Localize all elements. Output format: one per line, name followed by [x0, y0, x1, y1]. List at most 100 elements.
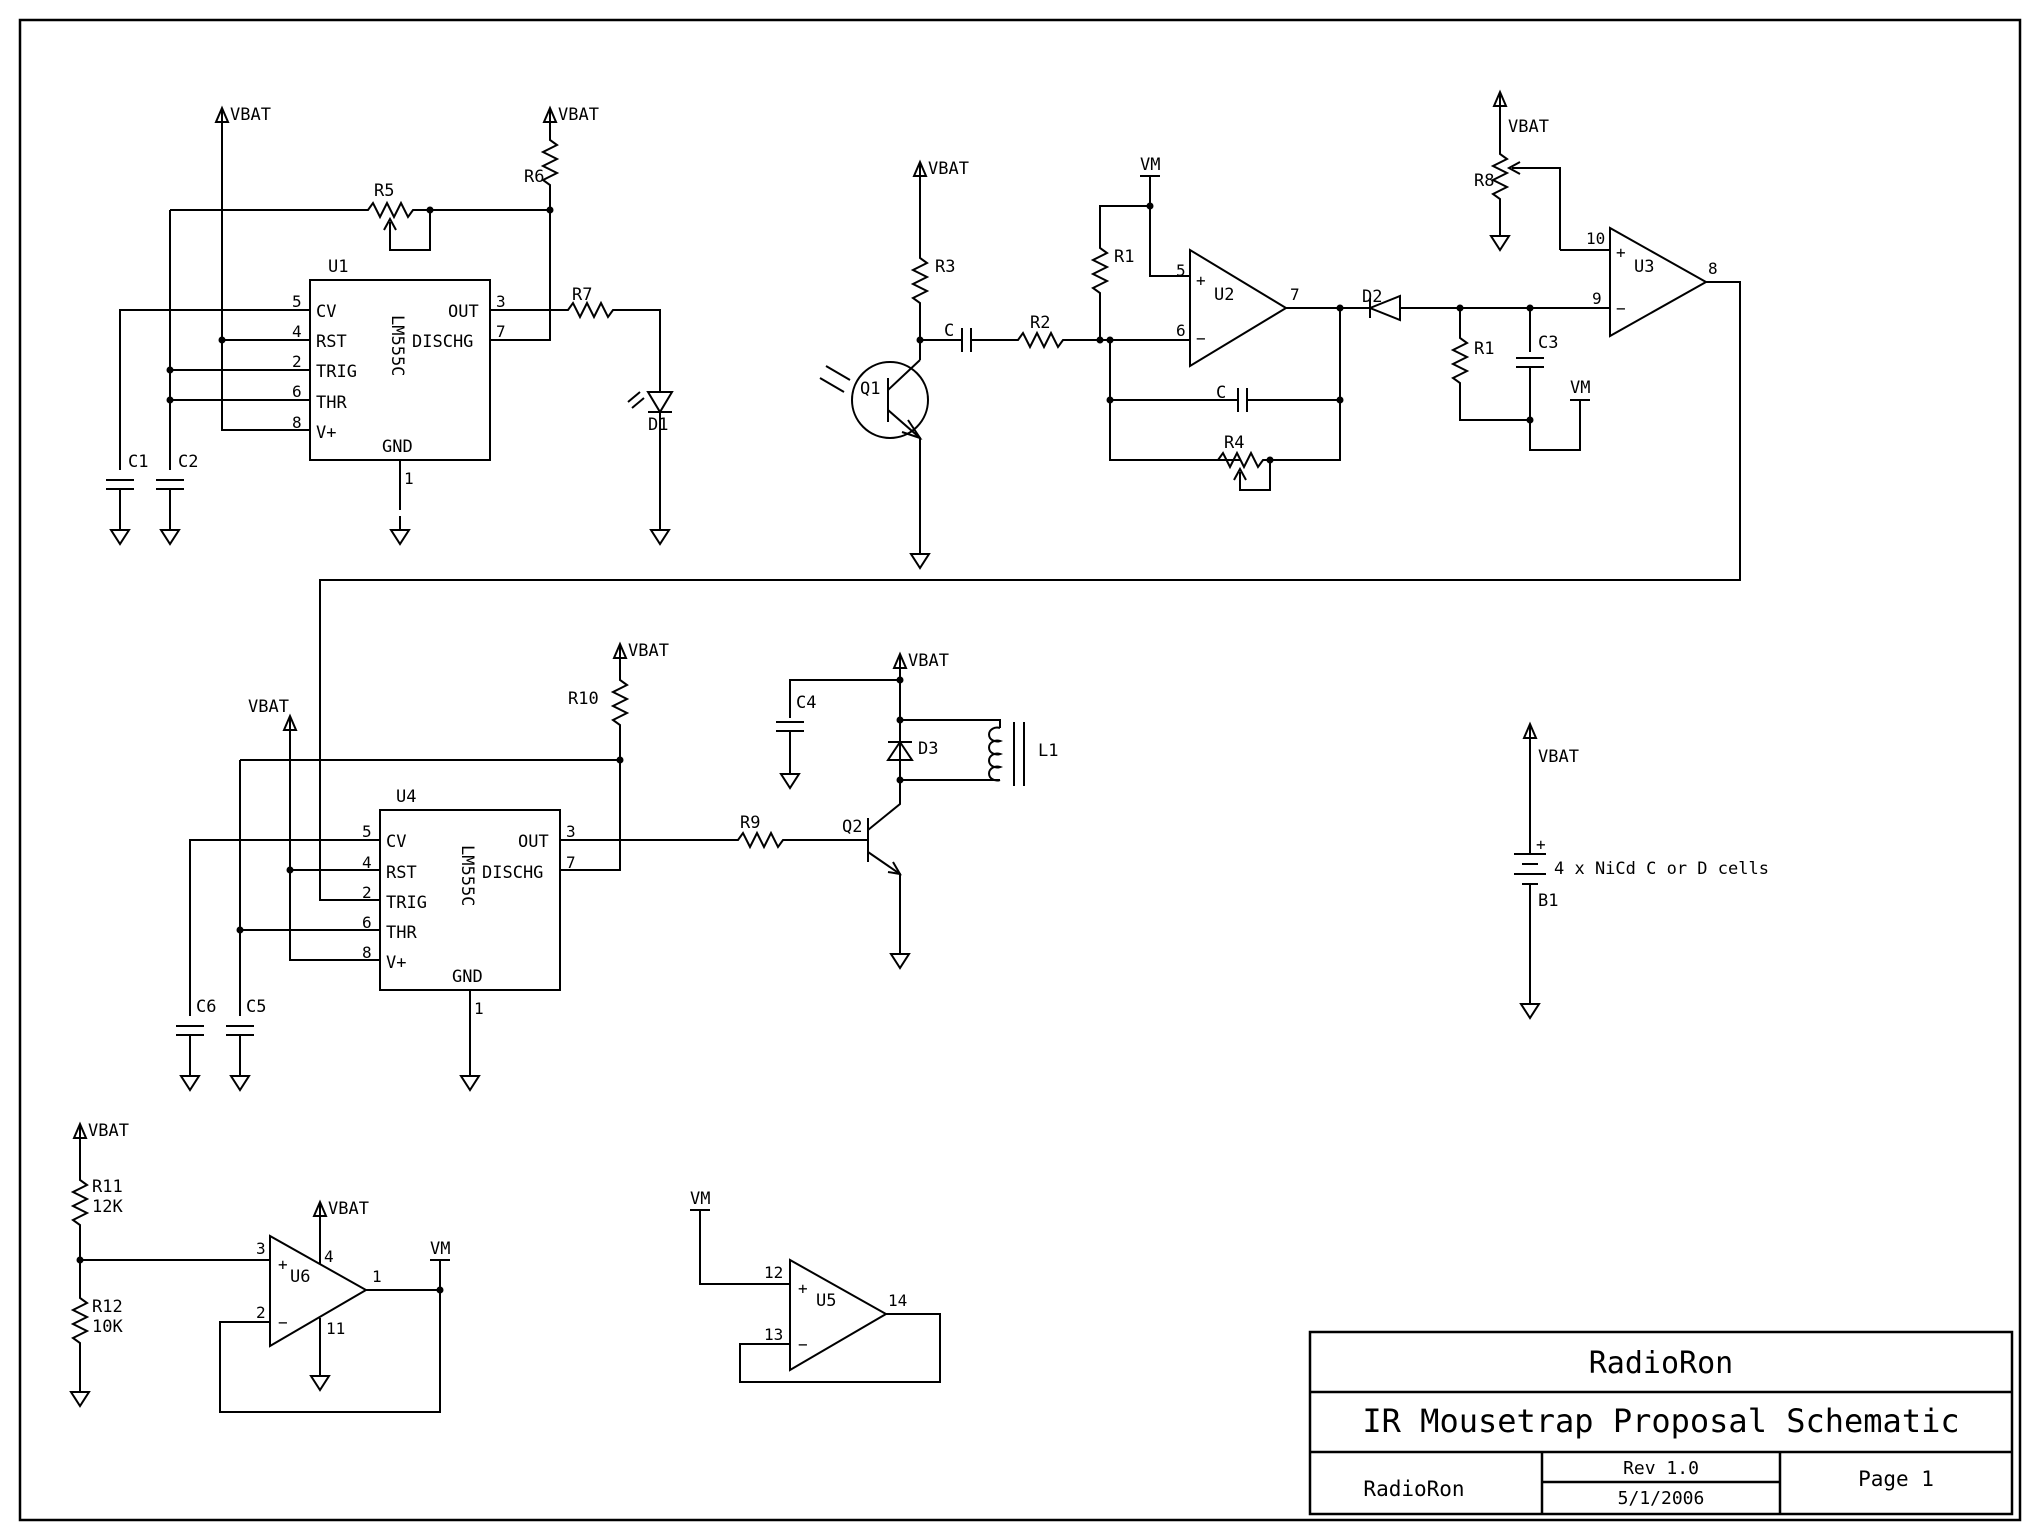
schematic-label: RST — [386, 863, 417, 883]
schematic-label: VM — [430, 1239, 450, 1259]
schematic-label: 7 — [566, 853, 576, 872]
title-company: RadioRon — [1589, 1346, 1734, 1381]
schematic-label: 9 — [1592, 289, 1602, 308]
schematic-label: VBAT — [230, 105, 271, 125]
q2-transistor — [867, 780, 901, 940]
schematic-label: Q2 — [842, 817, 862, 837]
u2-opamp — [1189, 248, 1288, 368]
schematic-label: THR — [316, 393, 347, 413]
schematic-label: 7 — [1290, 285, 1300, 304]
schematic-label: C — [1216, 383, 1226, 403]
schematic-label: V+ — [386, 953, 406, 973]
schematic-label: R9 — [740, 813, 760, 833]
schematic-label: U5 — [816, 1291, 836, 1311]
schematic-label: 6 — [362, 913, 372, 932]
schematic-label: THR — [386, 923, 417, 943]
schematic-label: 4 x NiCd C or D cells — [1554, 859, 1769, 879]
u3-opamp — [1609, 226, 1709, 338]
schematic-label: GND — [452, 967, 483, 987]
schematic-label: R8 — [1474, 171, 1494, 191]
spare-opamp-u5: VM U5 + − 12 13 14 — [690, 1189, 941, 1383]
schematic-label: OUT — [448, 302, 479, 322]
schematic-label: R7 — [572, 285, 592, 305]
schematic-label: VBAT — [1508, 117, 1549, 137]
schematic-label: CV — [386, 832, 406, 852]
schematic-label: 8 — [292, 413, 302, 432]
schematic-label: 1 — [474, 999, 484, 1018]
schematic-label: DISCHG — [412, 332, 473, 352]
schematic-label: − — [278, 1313, 288, 1332]
schematic-label: VBAT — [328, 1199, 369, 1219]
schematic-label: R3 — [935, 257, 955, 277]
timer-u4-section: U4 LM555C CV RST TRIG THR V+ OUT DISCHG … — [175, 641, 1058, 1091]
schematic-label: R1 — [1474, 339, 1494, 359]
vm-reference-u6: VBAT R11 12K R12 10K U6 + − 3 2 4 11 1 V… — [70, 1121, 450, 1413]
schematic-label: 7 — [496, 322, 506, 341]
schematic-label: R10 — [568, 689, 599, 709]
schematic-label: 3 — [256, 1239, 266, 1258]
schematic-label: 4 — [362, 853, 372, 872]
schematic-label: + — [1616, 243, 1626, 262]
schematic-label: D1 — [648, 415, 668, 435]
schematic-label: D2 — [1362, 287, 1382, 307]
schematic-label: C1 — [128, 452, 148, 472]
schematic-label: DISCHG — [482, 863, 543, 883]
title-date: 5/1/2006 — [1618, 1488, 1705, 1509]
schematic-label: 1 — [372, 1267, 382, 1286]
schematic-label: U6 — [290, 1267, 310, 1287]
u4-part: LM555C — [457, 845, 477, 906]
schematic-label: VBAT — [558, 105, 599, 125]
title-drawing-name: IR Mousetrap Proposal Schematic — [1362, 1402, 1959, 1440]
photo-amp-section: VBAT R3 Q1 C R2 VM R1 U2 + − — [319, 91, 1741, 901]
schematic-label: − — [1616, 299, 1626, 318]
schematic-label: GND — [382, 437, 413, 457]
schematic-label: C6 — [196, 997, 216, 1017]
q1-phototransistor — [851, 361, 929, 439]
schematic-label: R6 — [524, 167, 544, 187]
schematic-label: 3 — [566, 822, 576, 841]
schematic-label: VM — [690, 1189, 710, 1209]
schematic-label: R12 — [92, 1297, 123, 1317]
schematic-label: CV — [316, 302, 336, 322]
schematic-label: R2 — [1030, 313, 1050, 333]
schematic-label: R4 — [1224, 433, 1244, 453]
timer-u1-section: U1 LM555C CV RST TRIG THR V+ OUT DISCHG … — [105, 105, 674, 545]
schematic-label: B1 — [1538, 891, 1558, 911]
schematic-label: VBAT — [628, 641, 669, 661]
schematic-label: 11 — [326, 1319, 345, 1338]
schematic-label: C3 — [1538, 333, 1558, 353]
schematic-label: 5 — [362, 822, 372, 841]
schematic-label: VBAT — [88, 1121, 129, 1141]
schematic-label: VBAT — [908, 651, 949, 671]
schematic-label: TRIG — [316, 362, 357, 382]
u4-refdes: U4 — [396, 787, 416, 807]
title-page: Page 1 — [1858, 1467, 1934, 1491]
schematic-label: 5 — [292, 292, 302, 311]
schematic-label: 1 — [404, 469, 414, 488]
schematic-label: R5 — [374, 181, 394, 201]
schematic-label: + — [1536, 835, 1546, 854]
schematic-label: VBAT — [928, 159, 969, 179]
schematic-label: + — [1196, 271, 1206, 290]
schematic-label: 12K — [92, 1197, 123, 1217]
schematic-label: RST — [316, 332, 347, 352]
schematic-label: 4 — [292, 322, 302, 341]
sheet-border — [18, 18, 2022, 1522]
schematic-label: 2 — [292, 352, 302, 371]
schematic-label: C5 — [246, 997, 266, 1017]
schematic-label: 2 — [362, 883, 372, 902]
schematic-label: 6 — [292, 382, 302, 401]
schematic-label: V+ — [316, 423, 336, 443]
schematic-label: 8 — [1708, 259, 1718, 278]
schematic-label: 14 — [888, 1291, 907, 1310]
u1-part: LM555C — [387, 315, 407, 376]
title-author: RadioRon — [1363, 1477, 1464, 1501]
schematic-label: 3 — [496, 292, 506, 311]
schematic-label: C — [944, 321, 954, 341]
schematic-label: − — [1196, 329, 1206, 348]
schematic-label: L1 — [1038, 741, 1058, 761]
schematic-label: Q1 — [860, 379, 880, 399]
schematic-label: VM — [1570, 378, 1590, 398]
schematic-label: R11 — [92, 1177, 123, 1197]
